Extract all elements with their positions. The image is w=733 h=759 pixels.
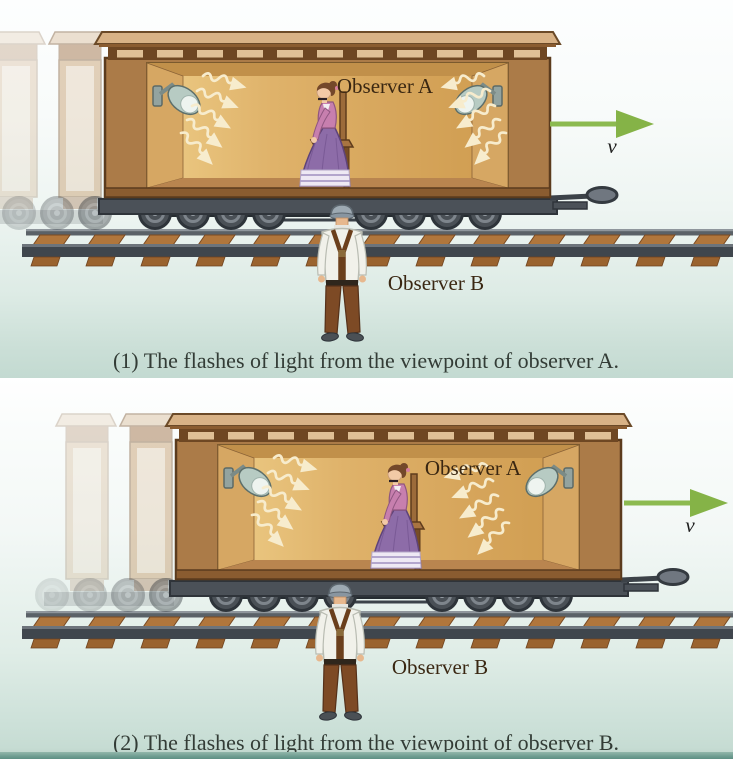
panel-2: v Observer A Observer B (2) The flashes …: [0, 378, 733, 759]
velocity-arrow: [624, 489, 728, 517]
train-car: [0, 32, 617, 229]
panel-2-scene: v Observer A Observer B (2) The flashes …: [0, 378, 733, 755]
panel-1-scene: v Observer A Observer B (1) The flashes …: [0, 0, 733, 373]
panel-1-caption: (1) The flashes of light from the viewpo…: [113, 348, 619, 373]
observer-b-figure: [318, 205, 367, 342]
observer-a-label: Observer A: [425, 456, 522, 480]
train-car: [37, 414, 689, 611]
railroad-track: [22, 611, 733, 648]
observer-b-figure: [316, 584, 365, 721]
panel-1: v Observer A Observer B (1) The flashes …: [0, 0, 733, 378]
observer-b-label: Observer B: [392, 655, 488, 679]
velocity-arrow: [550, 110, 654, 138]
railroad-track: [22, 229, 733, 266]
observer-b-label: Observer B: [388, 271, 484, 295]
observer-a-label: Observer A: [337, 74, 434, 98]
bottom-border-strip: [0, 752, 733, 759]
velocity-label: v: [685, 513, 695, 537]
panel-2-caption: (2) The flashes of light from the viewpo…: [113, 730, 619, 755]
velocity-label: v: [607, 134, 617, 158]
